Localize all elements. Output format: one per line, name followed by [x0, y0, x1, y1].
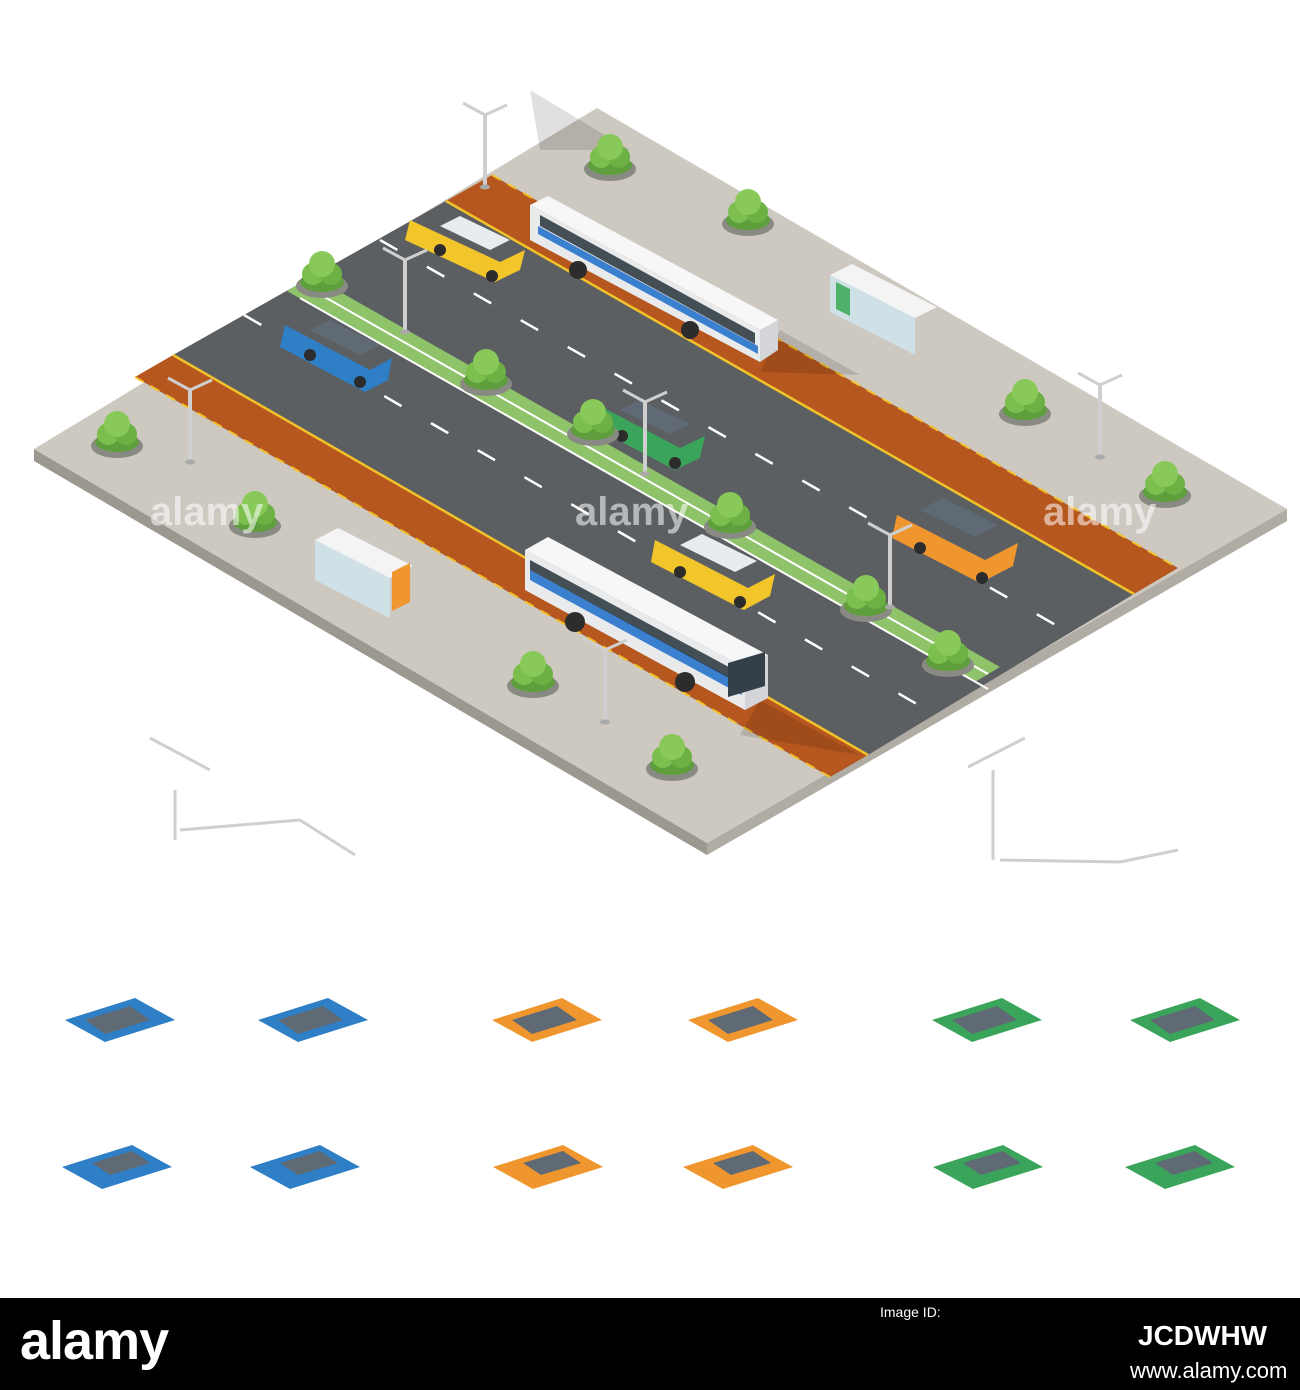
car-sprite-blue — [62, 1145, 172, 1189]
isometric-street-illustration: alamy alamy alamy — [34, 90, 1287, 1189]
car-sprite-green — [1125, 1145, 1235, 1189]
car-sprites — [62, 998, 1240, 1189]
footer-logo: alamy — [20, 1311, 169, 1371]
watermark-text: alamy — [150, 490, 264, 534]
bus-top — [530, 196, 778, 362]
watermark-text: alamy — [1043, 490, 1157, 534]
sidewalk-slab-left-face — [34, 449, 707, 855]
taxi-top — [405, 216, 525, 282]
bus-bottom — [525, 537, 768, 710]
car-orange-road — [892, 498, 1018, 584]
spare-lamp-left — [149, 736, 356, 857]
bus-shelter-top — [830, 264, 937, 355]
car-green-road — [593, 400, 705, 470]
car-sprite-green — [932, 998, 1042, 1042]
car-sprite-blue — [65, 998, 175, 1042]
sidewalk-slab-right-face — [707, 509, 1287, 855]
watermark-text: alamy — [575, 490, 689, 534]
footer-site: www.alamy.com — [1130, 1358, 1288, 1383]
car-sprite-blue — [258, 998, 368, 1042]
car-sprite-orange — [688, 998, 798, 1042]
bus-shelter-bottom — [315, 528, 413, 618]
taxi-bottom — [651, 534, 775, 610]
spare-lamp-right — [967, 736, 1179, 864]
image-id-label: Image ID: — [880, 1304, 941, 1320]
footer-bar: alamy Image ID: JCDWHW www.alamy.com — [0, 1298, 1300, 1390]
car-blue-road — [280, 320, 392, 392]
car-sprite-blue — [250, 1145, 360, 1189]
car-sprite-orange — [493, 1145, 603, 1189]
car-sprite-green — [933, 1145, 1043, 1189]
car-sprite-orange — [683, 1145, 793, 1189]
car-sprite-orange — [492, 998, 602, 1042]
image-id: JCDWHW — [1138, 1320, 1268, 1351]
car-sprite-green — [1130, 998, 1240, 1042]
tree — [296, 251, 348, 298]
